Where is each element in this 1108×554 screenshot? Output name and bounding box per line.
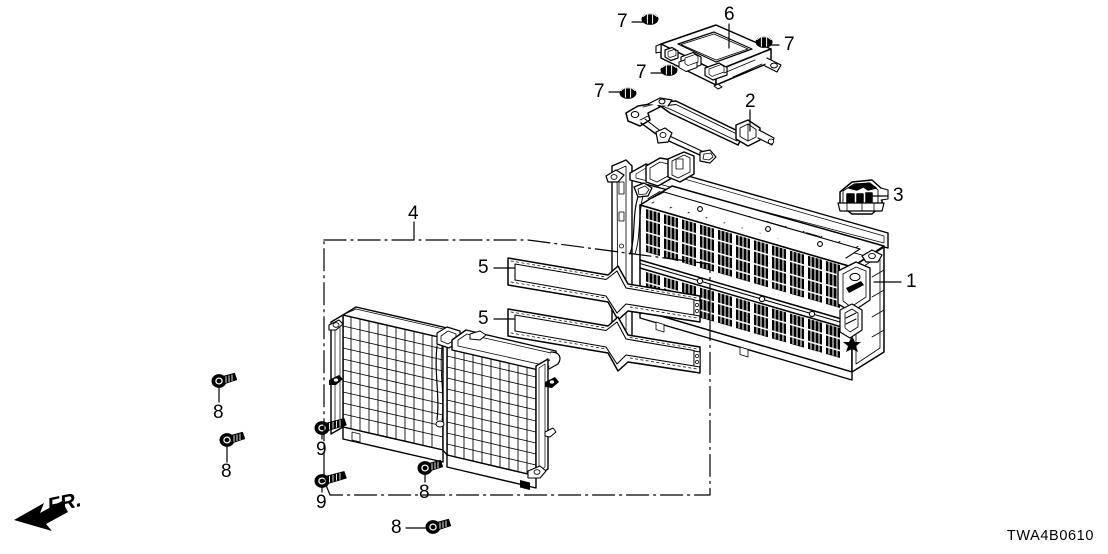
junction-connector	[837, 179, 889, 215]
callout-7-d: 7	[594, 81, 605, 102]
leader-lines	[218, 21, 902, 529]
nut-flange	[641, 13, 659, 25]
callout-7-a: 7	[617, 11, 628, 32]
callout-8-c: 8	[419, 482, 430, 503]
callout-8-d: 8	[391, 517, 402, 538]
callout-8-a: 8	[213, 402, 224, 423]
mounting-stay-bar	[625, 97, 775, 164]
callout-3: 3	[893, 185, 904, 206]
callout-9-a: 9	[316, 439, 327, 460]
callout-7-b: 7	[784, 34, 795, 55]
battery-pack-assembly	[605, 151, 889, 381]
battery-control-module	[655, 24, 782, 90]
group-boundary-4	[323, 239, 711, 496]
callout-5-upper: 5	[478, 257, 489, 278]
callout-6: 6	[724, 4, 735, 25]
seal-gasket-lower	[507, 308, 701, 374]
bolt-long	[314, 470, 347, 489]
bolt-short	[425, 518, 452, 535]
callout-2: 2	[745, 91, 756, 112]
part-number-label: TWA4B0610	[1006, 528, 1094, 544]
nut-flange	[619, 87, 637, 99]
callout-7-c: 7	[636, 62, 647, 83]
cooling-unit-group	[328, 306, 561, 490]
nut-flange	[755, 36, 773, 48]
nut-flange	[660, 64, 678, 76]
callout-5-lower: 5	[478, 308, 489, 329]
front-direction-arrow	[14, 501, 68, 531]
callout-9-b: 9	[316, 492, 327, 513]
callout-8-b: 8	[221, 461, 232, 482]
callout-1: 1	[906, 271, 917, 292]
callout-4: 4	[408, 203, 419, 224]
bolt-short	[219, 431, 246, 448]
bolt-short	[417, 459, 444, 476]
seal-gasket-upper	[507, 257, 701, 323]
bolt-short	[211, 372, 238, 389]
seal-gasket-group	[507, 257, 701, 374]
cooling-panel-left	[328, 306, 457, 451]
